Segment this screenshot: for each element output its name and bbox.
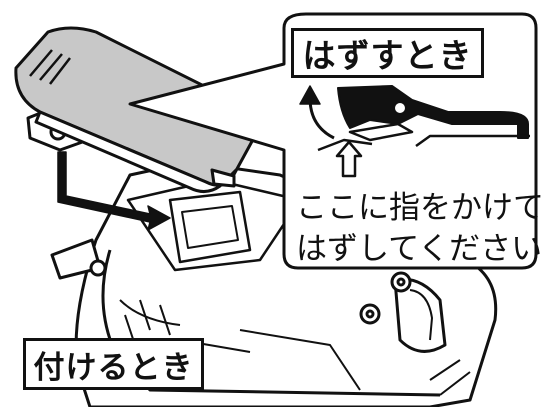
slide-arrow-icon — [57, 151, 171, 231]
screw-icon — [89, 259, 412, 325]
instruction-line-2: はずしてください — [296, 231, 543, 267]
instruction-line-1: ここに指をかけて — [296, 190, 544, 226]
clip-release-detail — [299, 85, 530, 152]
removal-instruction: ここに指をかけて はずしてください — [296, 188, 544, 270]
attach-heading: 付けるとき — [23, 338, 204, 390]
remove-heading: はずすとき — [291, 28, 484, 78]
finger-up-arrow-icon — [335, 140, 363, 178]
